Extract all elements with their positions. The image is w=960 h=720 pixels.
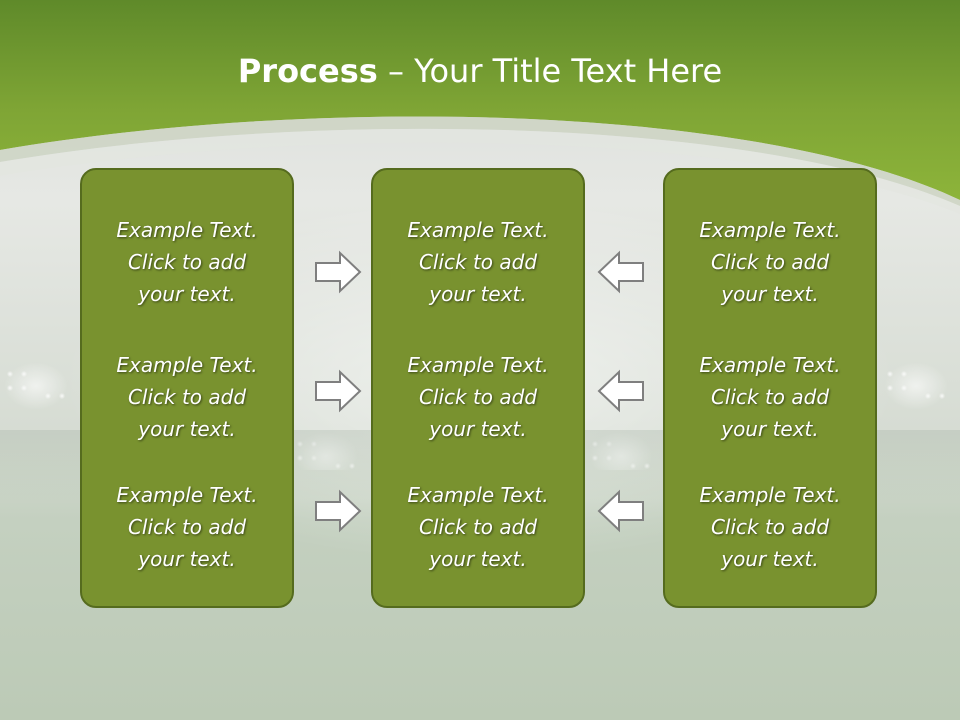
- right-arrow-icon: [315, 250, 362, 294]
- box-left-text-3[interactable]: Example Text. Click to add your text.: [116, 483, 258, 571]
- process-box-center[interactable]: Example Text. Click to add your text. Ex…: [371, 168, 585, 608]
- stadium-lights-right: [880, 360, 960, 420]
- stadium-lights-center-left: [290, 430, 380, 470]
- left-arrow-icon: [597, 250, 644, 294]
- box-right-text-1[interactable]: Example Text. Click to add your text.: [699, 218, 841, 306]
- box-left-text-2[interactable]: Example Text. Click to add your text.: [116, 353, 258, 441]
- box-left-text-1[interactable]: Example Text. Click to add your text.: [116, 218, 258, 306]
- title-strong: Process: [237, 52, 378, 90]
- process-box-right[interactable]: Example Text. Click to add your text. Ex…: [663, 168, 877, 608]
- box-center-text-3[interactable]: Example Text. Click to add your text.: [407, 483, 549, 571]
- title-rest: – Your Title Text Here: [377, 52, 723, 90]
- box-center-text-2[interactable]: Example Text. Click to add your text.: [407, 353, 549, 441]
- stadium-lights-center-right: [585, 430, 675, 470]
- slide-title: Process – Your Title Text Here: [0, 52, 960, 90]
- stadium-lights-left: [0, 360, 80, 420]
- right-arrow-icon: [315, 489, 362, 533]
- box-right-text-3[interactable]: Example Text. Click to add your text.: [699, 483, 841, 571]
- left-arrow-icon: [597, 369, 644, 413]
- process-box-left[interactable]: Example Text. Click to add your text. Ex…: [80, 168, 294, 608]
- right-arrow-icon: [315, 369, 362, 413]
- box-right-text-2[interactable]: Example Text. Click to add your text.: [699, 353, 841, 441]
- left-arrow-icon: [597, 489, 644, 533]
- header-band: [0, 0, 960, 214]
- box-center-text-1[interactable]: Example Text. Click to add your text.: [407, 218, 549, 306]
